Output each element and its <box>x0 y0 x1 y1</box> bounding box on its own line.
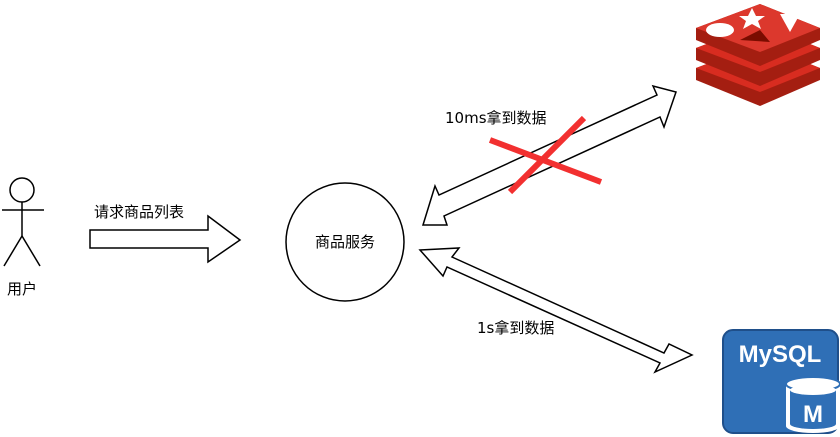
user-stick-figure-icon <box>2 177 44 267</box>
mysql-double-arrow <box>418 247 694 374</box>
redis-label: 10ms拿到数据 <box>445 109 547 127</box>
mysql-badge-letter: M <box>803 401 823 428</box>
product-service-node <box>285 182 405 302</box>
request-label: 请求商品列表 <box>94 203 184 221</box>
red-x-cross-icon <box>488 115 603 195</box>
mysql-label: 1s拿到数据 <box>477 319 554 337</box>
redis-logo-icon <box>696 4 820 106</box>
request-arrow <box>89 214 242 264</box>
service-label: 商品服务 <box>315 233 375 251</box>
mysql-database-icon: MySQL M <box>722 329 840 434</box>
mysql-logo-text: MySQL <box>739 341 822 368</box>
user-label: 用户 <box>7 280 37 298</box>
